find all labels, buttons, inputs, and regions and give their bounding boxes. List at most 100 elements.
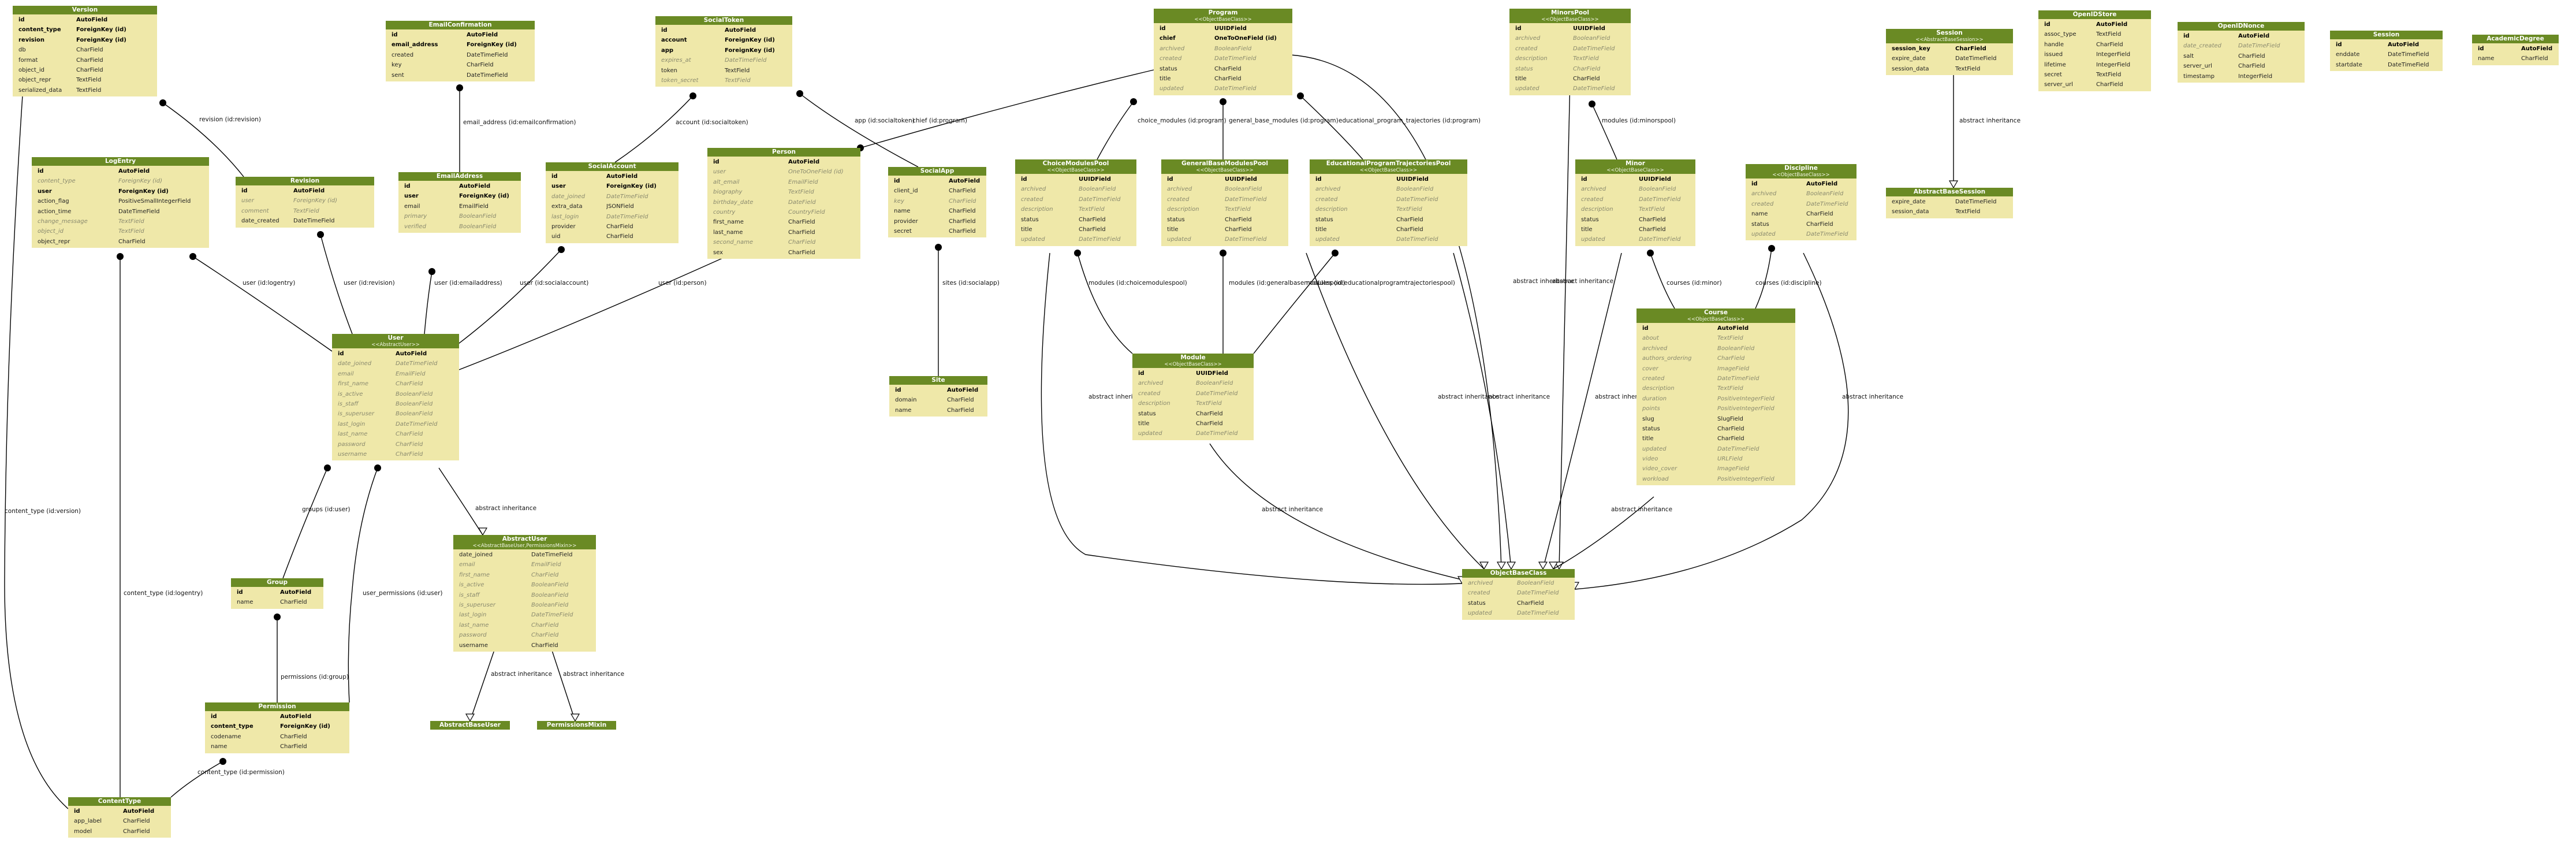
field-type: DateTimeField [1639,196,1681,203]
model-title: Person [707,148,860,157]
field-type: DateTimeField [1396,196,1438,203]
relation-line [458,252,735,370]
field-name: id [713,159,720,165]
field-row: id AutoField [707,157,860,167]
field-name: id [18,17,25,23]
field-type: DateTimeField [1214,55,1257,62]
field-type: DateTimeField [1214,85,1257,92]
fk-relation: revision (id:revision) [159,99,261,177]
model-session1: Session<<AbstractBaseSession>>session_ke… [1886,29,2013,76]
field-type: EmailField [788,179,818,185]
field-name: name [2478,55,2495,62]
relation-line [424,271,433,334]
field-type: DateTimeField [606,193,648,200]
field-type: CharField [1214,65,1242,72]
field-name: user [38,188,52,195]
field-type: DateTimeField [1079,236,1121,243]
model-name: ObjectBaseClass [1490,570,1547,577]
field-name: birthday_date [713,199,754,206]
field-type: CharField [947,407,974,414]
field-type: AutoField [788,159,820,165]
relation-line [438,467,483,536]
field-name: updated [1021,236,1045,243]
inheritance-relation: abstract inheritance [1453,252,1550,570]
field-name: alt_email [713,179,740,185]
field-name: name [237,599,254,606]
field-name: archived [1581,186,1606,193]
model-title: AbstractBaseSession [1886,188,2013,196]
field-name: server_url [2183,63,2212,70]
model-title: Minor<<ObjectBaseClass>> [1575,159,1695,174]
relation-origin-dot [1220,98,1227,105]
model-permissionsmixin: PermissionsMixin [537,721,616,730]
inheritance-arrowhead [1479,562,1489,570]
field-type: BooleanField [1079,186,1116,193]
fk-relation: sites (id:socialapp) [935,244,1000,376]
field-name: description [1642,385,1675,392]
field-name: codename [211,733,241,740]
field-name: enddate [2336,51,2360,58]
field-name: id [241,188,248,194]
field-type: TextField [1396,206,1422,213]
field-name: client_id [894,188,918,195]
model-generalbasemodulespool: GeneralBaseModulesPool<<ObjectBaseClass>… [1161,159,1288,246]
model-stereotype: <<ObjectBaseClass>> [1194,17,1252,23]
relation-label: abstract inheritance [491,671,552,678]
field-row: updated DateTimeField [1015,235,1136,244]
field-name: object_repr [38,238,70,245]
field-name: id [2183,33,2190,39]
relation-line [348,467,378,703]
field-name: password [459,632,487,639]
relation-origin-dot [456,84,463,91]
field-type: AutoField [1806,181,1838,187]
relation-label: modules (id:choicemodulespool) [1088,280,1187,287]
relation-label: account (id:socialtoken) [676,119,748,126]
model-title: AbstractBaseUser [430,721,510,730]
relation-origin-dot [689,92,696,99]
model-title: SocialToken [655,16,792,25]
field-name: server_url [2044,81,2073,88]
inheritance-arrowhead [570,713,580,722]
field-name: revision [18,36,45,43]
relation-line [320,234,353,334]
field-name: key [894,198,904,205]
field-name: id [895,387,901,393]
model-stereotype: <<ObjectBaseClass>> [1772,172,1830,178]
field-name: is_superuser [459,601,495,608]
field-name: is_active [338,391,363,397]
field-type: CharField [2096,41,2123,48]
model-stereotype: <<AbstractUser>> [371,342,420,348]
